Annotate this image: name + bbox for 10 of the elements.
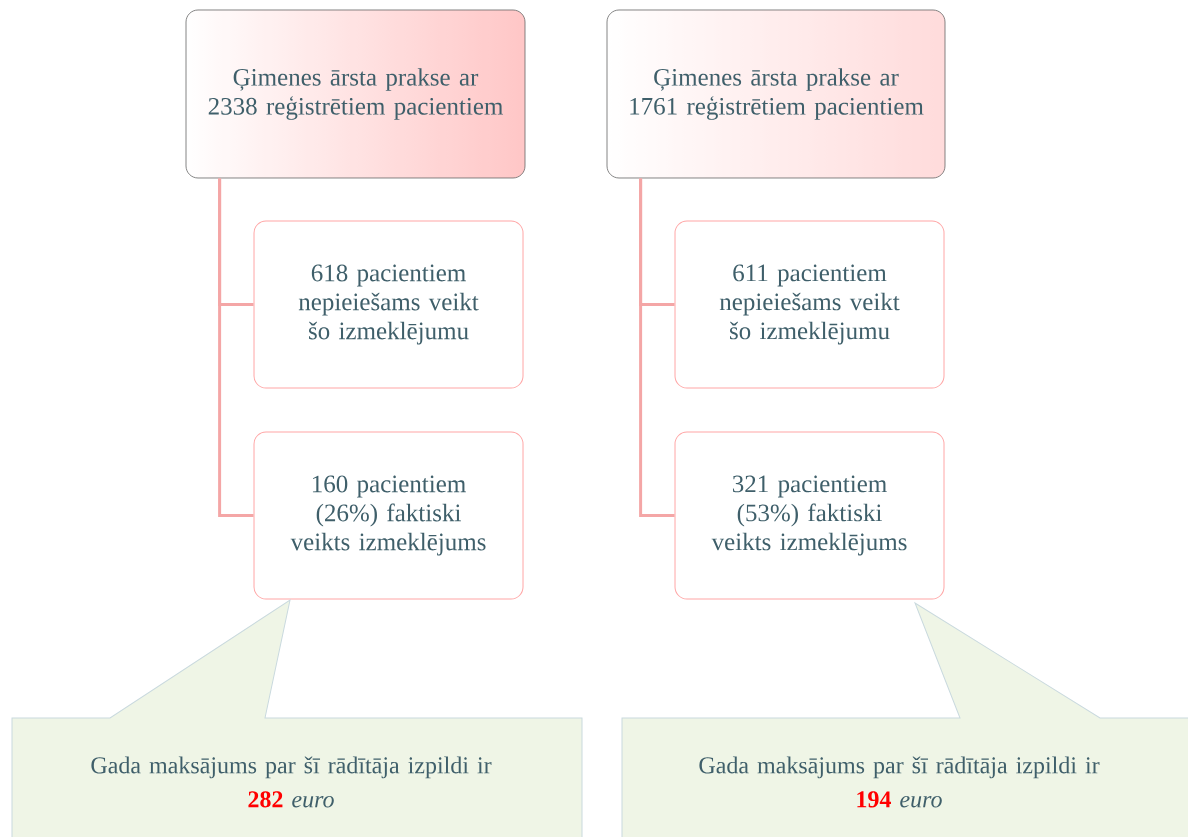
callout-box: Gada maksājums par šī rādītāja izpildi ir 194 euro — [621, 602, 1188, 837]
process-box: 618 pacientiem nepieiešams veikt šo izmeklējumu — [253, 220, 524, 389]
process-box: 611 pacientiem nepieiešams veikt šo izmeklējumu — [674, 220, 945, 389]
heading-box: Ģimenes ārsta prakse ar 2338 reģistrētiem pacientiem — [185, 9, 526, 179]
process-box: 160 pacientiem (26%) faktiski veikts izmeklējums — [253, 431, 524, 600]
connector-line — [218, 178, 254, 517]
process-box: 321 pacientiem (53%) faktiski veikts izmeklējums — [674, 431, 945, 600]
connector-line — [639, 178, 675, 517]
callout-box: Gada maksājums par šī rādītāja izpildi ir 282 euro — [11, 599, 583, 837]
heading-box: Ģimenes ārsta prakse ar 1761 reģistrētiem pacientiem — [606, 9, 946, 179]
